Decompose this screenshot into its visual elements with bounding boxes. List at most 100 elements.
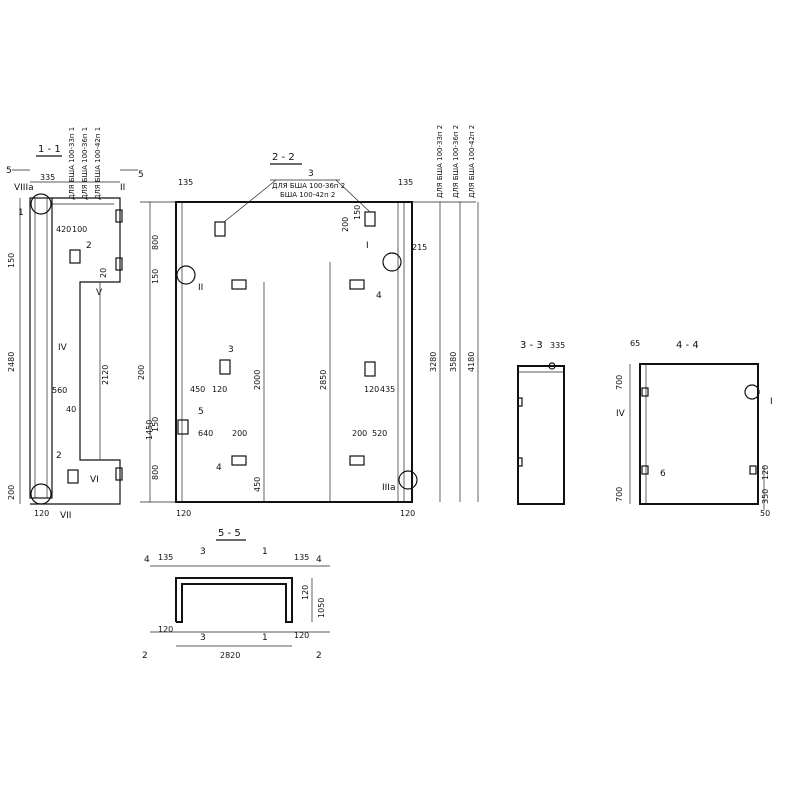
dim-200-sec11: 200: [7, 485, 16, 500]
mark-4-lower: 4: [216, 463, 222, 473]
dim-3280: 3280: [429, 352, 438, 372]
detail-vii-circle: [30, 483, 52, 505]
dim-215: 215: [412, 243, 427, 252]
detail-i-circle-sec44: [744, 384, 760, 400]
label-bsha-36p2: ДЛЯ БША 100-36п 2: [272, 182, 345, 190]
dim-700-bottom: 700: [615, 487, 624, 502]
mark-1-sec11: 1: [18, 208, 24, 218]
dim-4180: 4180: [467, 352, 476, 372]
mark-3-sec55-top: 3: [200, 547, 206, 557]
insert-5: [177, 419, 189, 435]
label-bsha-33p2: ДЛЯ БША 100-33п 2: [436, 125, 444, 198]
insert-horizontal-1: [231, 279, 247, 290]
detail-viii-circle: [30, 193, 52, 215]
insert-4-lower: [231, 455, 247, 466]
dim-120-sec55-right: 120: [294, 631, 309, 640]
callout-iv-sec11: IV: [58, 343, 68, 353]
dim-200-lower-right: 200: [352, 429, 367, 438]
dim-100-sec11: 100: [72, 225, 87, 234]
mark-1-sec55-top: 1: [262, 547, 268, 557]
dim-2480: 2480: [7, 352, 16, 372]
label-bsha-33p1: ДЛЯ БША 100-33п 1: [68, 127, 76, 200]
mark-4-upper: 4: [376, 291, 382, 301]
callout-vi: VI: [90, 475, 99, 485]
label-bsha-36p2-right: ДЛЯ БША 100-36п 2: [452, 125, 460, 198]
insert-4-upper: [349, 279, 365, 290]
dim-65: 65: [630, 339, 640, 348]
dim-560: 560: [52, 386, 67, 395]
dim-2820: 2820: [220, 651, 240, 660]
dim-2850: 2850: [319, 370, 328, 390]
dim-2120: 2120: [101, 365, 110, 385]
dim-120-sec44: 120: [761, 465, 770, 480]
dim-120-bottom-right: 120: [400, 509, 415, 518]
section-3-3: 3 - 3 335: [517, 340, 565, 505]
section-2-2: 2 - 2 135 135 3 ДЛЯ БША 100-36п 2 Б: [137, 125, 479, 518]
mark-2-upper: 2: [86, 241, 92, 251]
section-2-2-title: 2 - 2: [272, 152, 295, 163]
insert-2-upper: [69, 249, 81, 264]
label-bsha-42p2-right: ДЛЯ БША 100-42п 2: [468, 125, 476, 198]
dim-40-sec11: 40: [66, 405, 76, 414]
dim-2000: 2000: [253, 370, 262, 390]
callout-iiia: IIIа: [382, 483, 395, 493]
detail-ii-circle: [176, 265, 196, 285]
callout-viiia: VIIIа: [14, 183, 34, 193]
section-3-3-title: 3 - 3: [520, 340, 543, 351]
dim-335: 335: [40, 173, 55, 182]
dim-450-sec22: 450: [190, 385, 205, 394]
section-1-1: 1 - 1 335 5 5 VIIIа II 1 420 100 2 2 V I…: [6, 127, 144, 521]
dim-150-top-right: 150: [353, 205, 362, 220]
dim-150-sec22: 150: [151, 269, 160, 284]
cut-mark-5-left: 5: [6, 166, 12, 176]
dim-3580: 3580: [449, 352, 458, 372]
dim-120-right: 120: [364, 385, 379, 394]
dim-700-top: 700: [615, 375, 624, 390]
section-5-5-title: 5 - 5: [218, 528, 241, 539]
mark-6: 6: [660, 469, 666, 479]
dim-800-bottom: 800: [151, 465, 160, 480]
dim-420-sec11: 420: [56, 225, 71, 234]
section-4-4: 4 - 4 65 I IV 6 700 700 120 350 50: [615, 339, 773, 518]
insert-3-upper-left: [214, 221, 226, 237]
dim-200-lower-left: 200: [232, 429, 247, 438]
section-5-5: 5 - 5 4 4 135 135 3 1 120 120 3 1 2820 2…: [142, 528, 330, 661]
dim-135-sec55-right: 135: [294, 553, 309, 562]
callout-ii-sec22: II: [198, 283, 203, 293]
callout-i-sec44: I: [770, 397, 773, 407]
insert-3-mid: [219, 359, 231, 375]
dim-450-bottom: 450: [253, 477, 262, 492]
dim-200-left: 200: [137, 365, 146, 380]
callout-i-sec22: I: [366, 241, 369, 251]
cut-mark-5-right: 5: [138, 170, 144, 180]
cut-mark-2-left: 2: [142, 651, 148, 661]
dim-350: 350: [761, 489, 770, 504]
dim-800-top: 800: [151, 235, 160, 250]
dim-1050: 1050: [317, 598, 326, 618]
dim-120-sec55-left: 120: [158, 625, 173, 634]
mark-3-sec55-bottom: 3: [200, 633, 206, 643]
mark-5-sec22: 5: [198, 407, 204, 417]
cut-mark-4-left: 4: [144, 555, 150, 565]
section-1-1-title: 1 - 1: [38, 144, 61, 155]
label-bsha-36p1: ДЛЯ БША 100-36п 1: [81, 127, 89, 200]
cut-mark-4-right: 4: [316, 555, 322, 565]
dim-1450: 1450: [145, 420, 154, 440]
insert-lower-right: [349, 455, 365, 466]
dim-50: 50: [760, 509, 770, 518]
dim-120-bottom-left: 120: [176, 509, 191, 518]
mark-3-mid: 3: [228, 345, 234, 355]
dim-520: 520: [372, 429, 387, 438]
insert-mid-right: [364, 361, 376, 377]
dim-150-left-low: 150: [151, 417, 160, 432]
label-bsha-42p1: ДЛЯ БША 100-42п 1: [94, 127, 102, 200]
insert-3-upper-right: [364, 211, 376, 227]
dim-335-sec33: 335: [550, 341, 565, 350]
callout-ii-top: II: [120, 183, 125, 193]
dim-435: 435: [380, 385, 395, 394]
dim-135-sec55-left: 135: [158, 553, 173, 562]
detail-iii-circle: [398, 470, 418, 490]
insert-2-lower: [67, 469, 79, 484]
callout-v: V: [96, 288, 103, 298]
